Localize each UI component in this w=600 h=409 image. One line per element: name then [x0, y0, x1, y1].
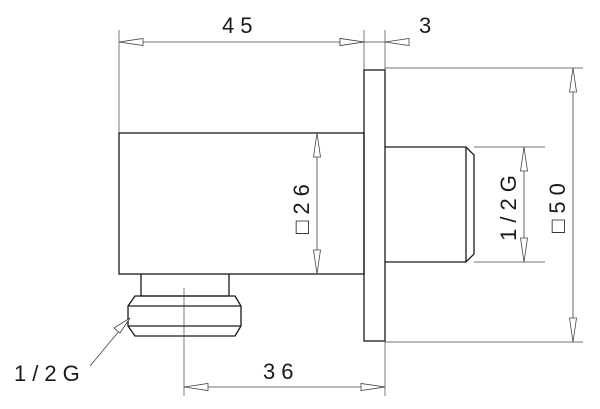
- body-square: [118, 132, 365, 275]
- wall-flange: [363, 69, 386, 342]
- label-square-26: □26: [289, 178, 314, 234]
- right-threaded-stub: [385, 146, 475, 263]
- dimension-3: [339, 38, 410, 46]
- part-outline: [118, 69, 475, 342]
- leader-thread-bottom: [89, 317, 131, 367]
- label-45: 45: [222, 13, 258, 38]
- dimension-thread-right: [520, 146, 528, 263]
- label-square-50: □50: [545, 177, 570, 233]
- bottom-outlet-neck: [140, 274, 230, 297]
- dimension-26: [313, 132, 321, 275]
- label-36: 36: [263, 359, 299, 384]
- dimension-45: [118, 38, 365, 46]
- label-3: 3: [419, 13, 437, 38]
- dimension-50: [569, 67, 577, 343]
- dimension-36: [183, 383, 386, 391]
- label-thread-right: 1/2G: [496, 169, 521, 241]
- label-thread-bottom: 1/2G: [14, 361, 86, 386]
- bottom-threaded-nut: [127, 295, 242, 337]
